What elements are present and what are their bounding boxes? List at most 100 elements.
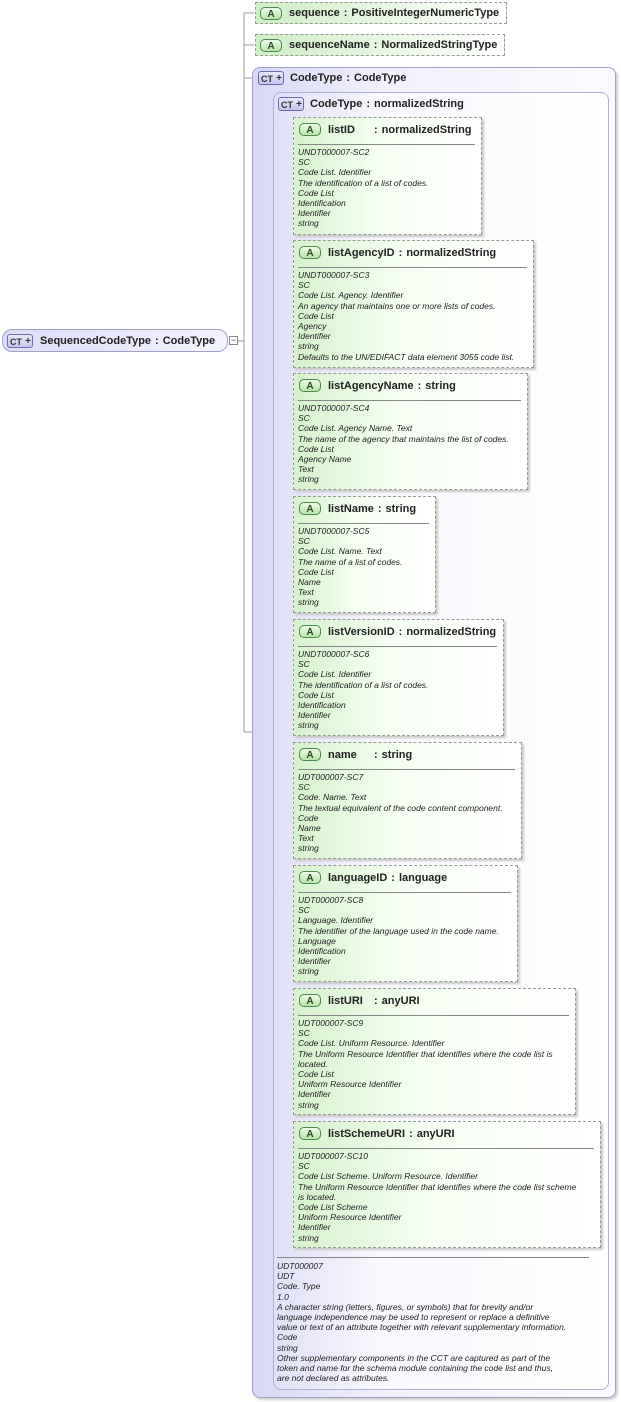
attr-name: listVersionID (328, 625, 395, 638)
attr-sep: : (398, 625, 403, 638)
attr-type: language (398, 871, 448, 884)
attribute-icon: A (299, 246, 321, 259)
attr-documentation: UNDT000007-SC2 SC Code List. Identifier … (298, 147, 429, 229)
attr-type: string (381, 748, 413, 761)
attr-sep: : (409, 1127, 413, 1140)
inner-ct-name: CodeType (310, 98, 363, 110)
divider (298, 523, 429, 524)
attribute-icon: A (299, 123, 321, 136)
divider (298, 769, 515, 770)
inner-ct-type: normalizedString (374, 98, 464, 110)
attr-title: A name : string (299, 748, 412, 761)
attr-title: A listURI : anyURI (299, 994, 420, 1007)
attr-name: listURI (328, 994, 363, 1007)
attr-sep: : (417, 379, 422, 392)
attr-documentation: UDT000007-SC7 SC Code. Name. Text The te… (298, 772, 503, 854)
attr-list-uri[interactable]: A listURI : anyURI UDT000007-SC9 SC Code… (293, 988, 576, 1115)
attr-sep: : (391, 871, 395, 884)
type-documentation: UDT000007 UDT Code. Type 1.0 A character… (277, 1261, 567, 1384)
attr-list-scheme-uri[interactable]: A listSchemeURI : anyURI UDT000007-SC10 … (293, 1121, 601, 1248)
attr-type: normalizedString (406, 625, 497, 638)
attr-name: languageID (328, 871, 388, 884)
attribute-icon: A (299, 379, 321, 392)
attribute-icon: A (299, 994, 321, 1007)
attr-documentation: UDT000007-SC8 SC Language. Identifier Th… (298, 895, 499, 977)
attr-documentation: UNDT000007-SC3 SC Code List. Agency. Ide… (298, 270, 515, 362)
attr-sep: : (398, 246, 403, 259)
attr-type: string (385, 502, 417, 515)
attr-type: NormalizedStringType (381, 39, 498, 51)
root-name: SequencedCodeType (40, 334, 152, 347)
divider (298, 267, 527, 268)
attr-type: anyURI (416, 1127, 455, 1140)
attr-list-agency-name[interactable]: A listAgencyName : string UNDT000007-SC4… (293, 373, 528, 490)
attr-list-agency-id[interactable]: A listAgencyID : normalizedString UNDT00… (293, 240, 534, 368)
attr-list-id[interactable]: A listID : normalizedString UNDT000007-S… (293, 117, 482, 235)
attr-type: anyURI (381, 994, 420, 1007)
attr-title: A listSchemeURI : anyURI (299, 1127, 455, 1140)
root-sep: : (155, 334, 159, 347)
attr-name: sequence (289, 7, 340, 19)
attr-sep: : (377, 502, 382, 515)
attribute-icon: A (299, 748, 321, 761)
attr-documentation: UNDT000007-SC4 SC Code List. Agency Name… (298, 403, 509, 485)
divider (298, 400, 521, 401)
attr-name: listSchemeURI (328, 1127, 406, 1140)
attr-type: normalizedString (406, 246, 497, 259)
divider (298, 1015, 569, 1016)
attr-type: PositiveIntegerNumericType (351, 7, 500, 19)
inner-ct-sep: : (366, 98, 371, 110)
attr-list-name[interactable]: A listName : string UNDT000007-SC5 SC Co… (293, 496, 436, 613)
attr-title: A listName : string (299, 502, 416, 515)
inner-ct-title[interactable]: CT CodeType : normalizedString (278, 97, 464, 112)
attribute-icon: A (299, 1127, 321, 1140)
collapse-toggle-icon[interactable]: − (229, 335, 238, 345)
attr-sep: : (343, 7, 348, 19)
attr-documentation: UNDT000007-SC5 SC Code List. Name. Text … (298, 526, 403, 608)
attr-name: listAgencyName (328, 379, 414, 392)
attr-language-id[interactable]: A languageID : language UDT000007-SC8 SC… (293, 865, 518, 982)
attr-sep: : (373, 39, 378, 51)
attr-title: A listAgencyName : string (299, 379, 456, 392)
attr-name: sequenceName (289, 39, 370, 51)
outer-ct-type: CodeType (354, 72, 407, 84)
attr-title: A listVersionID : normalizedString (299, 625, 496, 638)
attr-documentation: UDT000007-SC9 SC Code List. Uniform Reso… (298, 1018, 553, 1110)
root-type: CodeType (162, 334, 216, 347)
attr-type: normalizedString (381, 123, 472, 136)
attr-name: listAgencyID (328, 246, 395, 259)
attribute-icon: A (299, 871, 321, 884)
complex-type-icon: CT (7, 333, 33, 349)
root-complex-type[interactable]: CT SequencedCodeType : CodeType (2, 329, 228, 352)
attr-name: listName (328, 502, 374, 515)
attr-name[interactable]: A name : string UDT000007-SC7 SC Code. N… (293, 742, 522, 859)
attribute-icon: A (260, 6, 282, 20)
attribute-icon: A (260, 38, 282, 52)
outer-ct-name: CodeType (290, 72, 343, 84)
attr-documentation: UNDT000007-SC6 SC Code List. Identifier … (298, 649, 429, 731)
attr-title: A listAgencyID : normalizedString (299, 246, 496, 259)
attr-name: name (328, 748, 357, 761)
type-doc-divider (277, 1257, 589, 1258)
divider (298, 144, 475, 145)
attr-name: listID (328, 123, 355, 136)
attr-sep: : (374, 748, 378, 761)
attr-title: A languageID : language (299, 871, 447, 884)
attr-list-version-id[interactable]: A listVersionID : normalizedString UNDT0… (293, 619, 504, 736)
complex-type-icon: CT (278, 97, 304, 112)
outer-ct-title[interactable]: CT CodeType : CodeType (258, 71, 407, 86)
attr-sep: : (374, 994, 378, 1007)
attribute-icon: A (299, 502, 321, 515)
outer-ct-sep: : (346, 72, 351, 84)
attribute-icon: A (299, 625, 321, 638)
attr-sequence-name[interactable]: A sequenceName : NormalizedStringType (255, 34, 505, 56)
divider (298, 1148, 594, 1149)
attr-documentation: UDT000007-SC10 SC Code List Scheme. Unif… (298, 1151, 577, 1243)
divider (298, 646, 497, 647)
attr-sep: : (374, 123, 378, 136)
complex-type-icon: CT (258, 71, 284, 86)
attr-title: A listID : normalizedString (299, 123, 472, 136)
attr-type: string (425, 379, 456, 392)
attr-sequence[interactable]: A sequence : PositiveIntegerNumericType (255, 2, 507, 24)
divider (298, 892, 511, 893)
